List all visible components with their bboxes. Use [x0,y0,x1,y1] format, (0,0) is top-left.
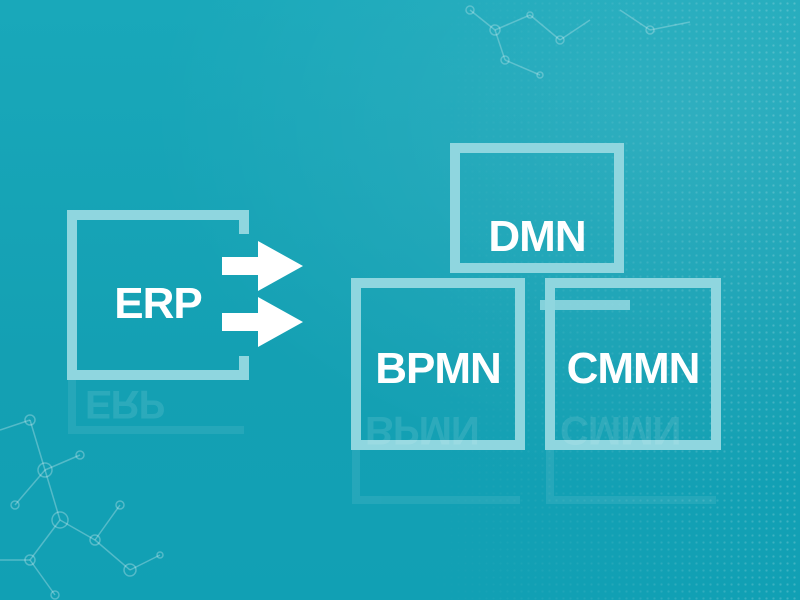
arrow-right-icon [222,297,303,347]
erp-reflection: ERP [85,382,165,426]
bpmn-label: BPMN [375,344,502,393]
box-reflections [68,380,716,504]
arrow-right-icon [222,241,303,291]
dmn-box [450,143,624,273]
network-decoration-top [465,5,691,79]
cmmn-label: CMMN [566,344,701,393]
erp-box [67,210,249,380]
dmn-label: DMN [488,212,586,261]
bpmn-box [351,278,525,450]
overlap-bar [540,300,630,310]
cmmn-box [545,278,721,450]
erp-label: ERP [114,279,202,328]
bpmn-reflection: BPMN [365,408,479,452]
network-decoration-bottom [0,414,164,600]
cmmn-reflection: CMMN [560,408,681,452]
